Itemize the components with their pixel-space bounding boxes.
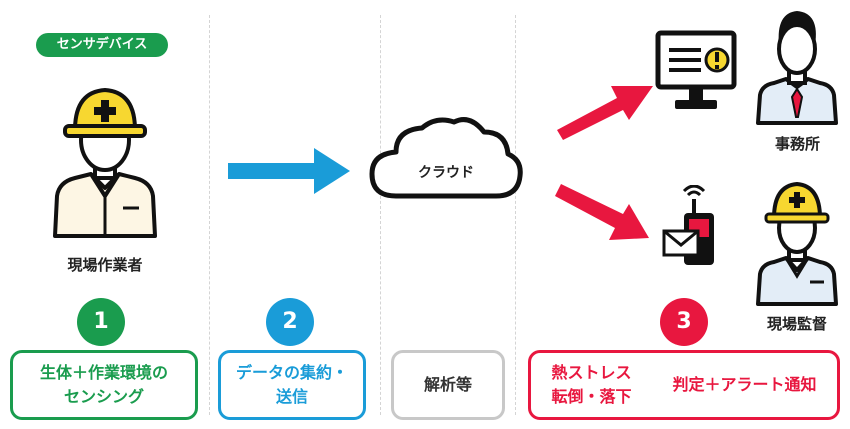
divider [380, 15, 381, 415]
sensing-box: 生体＋作業環境の センシング [10, 350, 198, 420]
phone-mail-icon [662, 185, 714, 265]
alert-right-text: 判定＋アラート通知 [672, 375, 817, 394]
alert-left-line2: 転倒・落下 [551, 387, 632, 406]
analysis-text: 解析等 [423, 375, 472, 394]
worker-label: 現場作業者 [67, 256, 143, 274]
supervisor-helmet-icon [756, 182, 838, 306]
sensing-line1: 生体＋作業環境の [39, 363, 168, 382]
data-box: データの集約・ 送信 [218, 350, 366, 420]
cloud-label: クラウド [418, 165, 474, 181]
data-line1: データの集約・ [235, 363, 348, 382]
right-arrow-icon [228, 148, 350, 194]
sensing-line2: センシング [63, 387, 144, 406]
red-arrow-up-icon [557, 86, 653, 140]
step-3-badge: 3 [660, 298, 708, 346]
cloud-icon [369, 117, 523, 199]
office-label: 事務所 [774, 135, 820, 153]
divider [515, 15, 516, 415]
analysis-box: 解析等 [391, 350, 505, 420]
supervisor-label: 現場監督 [766, 315, 827, 333]
alert-box: 熱ストレス 転倒・落下 判定＋アラート通知 [528, 350, 840, 420]
office-person-icon [756, 11, 838, 125]
step-2-badge: 2 [266, 298, 314, 346]
worker-helmet-icon [53, 88, 157, 238]
red-arrow-down-icon [555, 184, 649, 240]
data-line2: 送信 [275, 387, 308, 406]
divider [209, 15, 210, 415]
sensor-device-badge: センサデバイス [36, 33, 168, 57]
step-1-badge: 1 [77, 298, 125, 346]
alert-left-line1: 熱ストレス [551, 363, 632, 382]
monitor-alert-icon [655, 30, 737, 109]
